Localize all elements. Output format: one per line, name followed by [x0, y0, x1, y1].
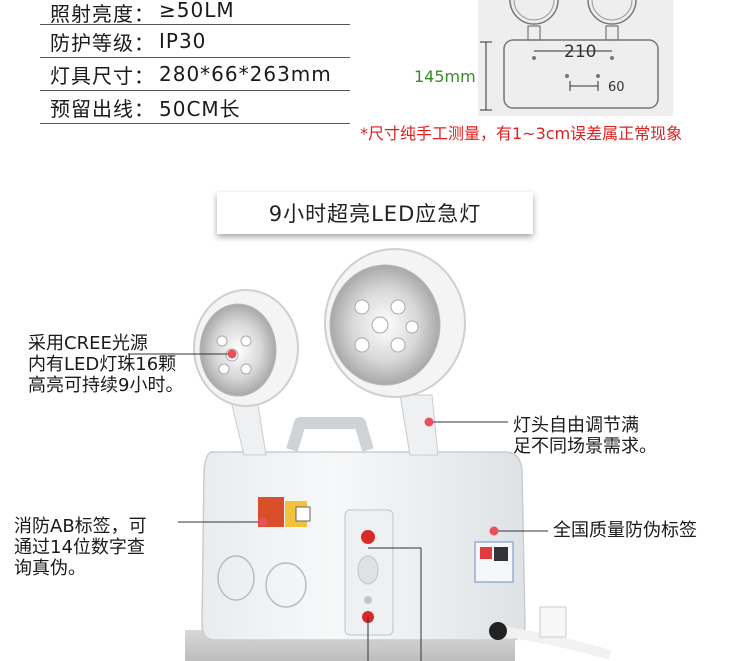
spec-value: IP30: [159, 29, 207, 53]
callout-line: 采用CREE光源: [28, 333, 148, 354]
callout-quality-label: 全国质量防伪标签: [553, 520, 697, 541]
spec-label: 预留出线：: [50, 96, 155, 121]
spec-value: ≥50LM: [159, 0, 235, 22]
lamp-head-outline-left: [509, 0, 559, 25]
callout-line: 高亮可持续9小时。: [28, 375, 184, 396]
spec-row-brightness: 照射亮度： ≥50LM: [40, 0, 350, 26]
callout-dot-quality-label: [489, 526, 499, 536]
spec-label: 防护等级：: [50, 30, 155, 55]
height-dimension-label: 145mm: [414, 67, 476, 86]
callout-line: 询真伪。: [14, 558, 86, 579]
spec-label: 灯具尺寸：: [50, 63, 155, 88]
quality-badge: [265, 562, 307, 608]
callout-dot-light-source: [227, 349, 237, 359]
callout-line: 通过14位数字查: [14, 537, 145, 558]
section-title-text: 9小时超亮LED应急灯: [268, 202, 482, 226]
emergency-light-photo: [128, 248, 612, 661]
callout-dot-adjustable: [424, 417, 434, 427]
left-lens: [199, 303, 277, 397]
spec-label: 照射亮度：: [50, 2, 155, 26]
test-button: [361, 530, 375, 544]
right-neck: [399, 394, 439, 456]
spec-value: 280*66*263mm: [159, 62, 332, 86]
lamp-body-outline: [503, 39, 659, 109]
spec-row-protection: 防护等级： IP30: [40, 25, 350, 58]
spec-row-cable: 预留出线： 50CM长: [40, 91, 350, 124]
callout-fire-label: 消防AB标签，可 通过14位数字查 询真伪。: [14, 516, 147, 579]
callout-adjustable-head: 灯头自由调节满 足不同场景需求。: [513, 415, 657, 457]
callout-dot-fire-label: [258, 517, 268, 527]
dimension-drawing: 210 60: [478, 0, 673, 116]
callout-line: 内有LED灯珠16颗: [28, 354, 177, 375]
left-neck: [231, 404, 267, 456]
spec-table: 照射亮度： ≥50LM 防护等级： IP30 灯具尺寸： 280*66*263m…: [40, 0, 350, 124]
callout-line: 全国质量防伪标签: [553, 520, 697, 541]
callout-line: 足不同场景需求。: [513, 436, 657, 457]
callout-line: 消防AB标签，可: [14, 516, 147, 537]
carry-handle: [286, 417, 374, 452]
width-dimension-label: 210: [564, 42, 596, 62]
measurement-note: *尺寸纯手工测量，有1~3cm误差属正常现象: [360, 124, 683, 143]
lamp-head-outline-right: [587, 0, 637, 25]
power-cable: [494, 625, 612, 660]
dimension-panel-bg: [478, 0, 673, 116]
callout-line: 灯头自由调节满: [513, 415, 639, 436]
section-title: 9小时超亮LED应急灯: [217, 192, 533, 234]
spec-row-size: 灯具尺寸： 280*66*263mm: [40, 58, 350, 91]
callout-light-source: 采用CREE光源 内有LED灯珠16颗 高亮可持续9小时。: [28, 333, 183, 396]
spacing-dimension-label: 60: [608, 80, 625, 95]
cartoon-badge: [217, 555, 255, 601]
spec-value: 50CM长: [159, 96, 241, 121]
